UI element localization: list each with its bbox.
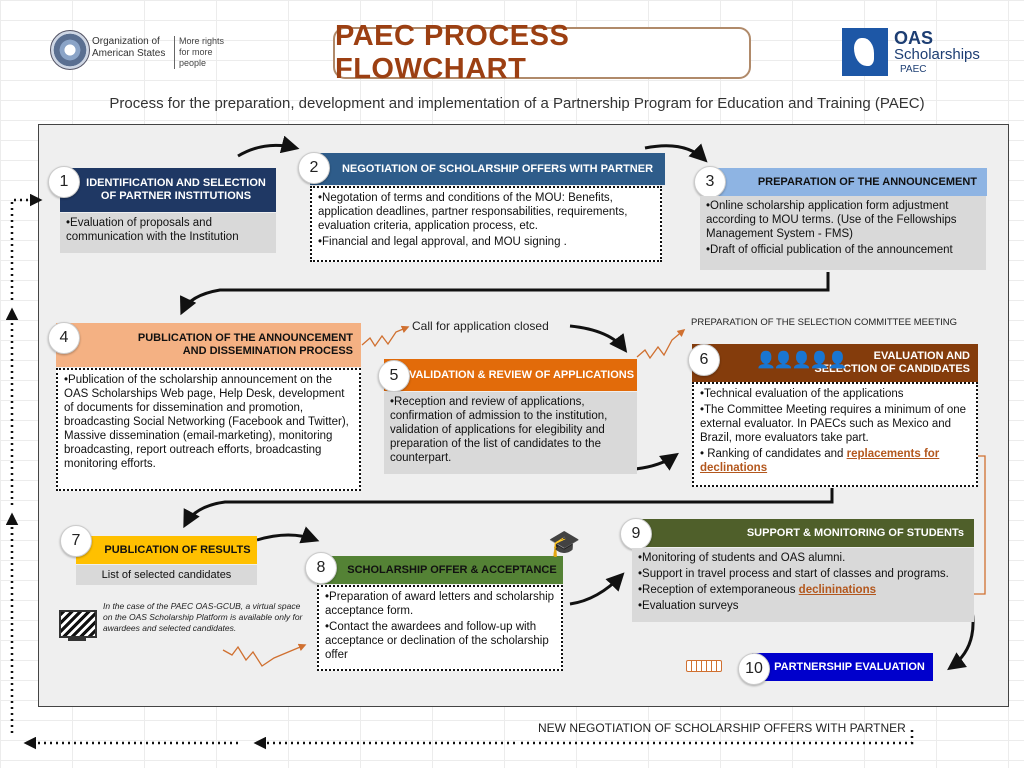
step-9-body: Monitoring of students and OAS alumni. S… (632, 548, 974, 622)
step-7-body: List of selected candidates (76, 565, 257, 585)
step-2-number: 2 (298, 152, 330, 184)
step-7-title: PUBLICATION OF RESULTS (104, 543, 251, 556)
step-1-header: IDENTIFICATION AND SELECTION OF PARTNER … (60, 168, 276, 212)
step-9-item-1: Monitoring of students and OAS alumni. (638, 551, 968, 565)
monitor-stand-icon (68, 638, 86, 641)
oas-scholarships-logo: OAS Scholarships PAEC (842, 28, 992, 80)
logo-paec-text: PAEC (900, 64, 927, 75)
pencil-icon (686, 660, 722, 672)
oas-seal-icon (50, 30, 90, 70)
step-5-body: Reception and review of applications, co… (384, 392, 637, 474)
prep-committee-label: PREPARATION OF THE SELECTION COMMITTEE M… (691, 317, 958, 328)
replacements-for-declinations-link[interactable]: replacements for declinations (700, 448, 940, 474)
org-line-1: Organization of (92, 36, 160, 47)
declininations-link[interactable]: declininations (798, 584, 876, 596)
step-2-title: NEGOTIATION OF SCHOLARSHIP OFFERS WITH P… (341, 162, 654, 175)
subtitle: Process for the preparation, development… (109, 95, 925, 112)
step-9-item-3: Reception of extemporaneous declininatio… (638, 583, 968, 597)
step-9-number: 9 (620, 518, 652, 550)
step-2-header: NEGOTIATION OF SCHOLARSHIP OFFERS WITH P… (310, 153, 665, 185)
step-8-header: SCHOLARSHIP OFFER & ACCEPTANCE (317, 556, 563, 584)
step-4-title: PUBLICATION OF THE ANNOUNCEMENT AND DISS… (137, 332, 353, 357)
step-8-item-2: Contact the awardees and follow-up with … (325, 620, 555, 662)
step-3-title: PREPARATION OF THE ANNOUNCEMENT (757, 175, 977, 188)
step-2-item-1: Negotation of terms and conditions of th… (318, 191, 654, 233)
step-6-item-2: The Committee Meeting requires a minimum… (700, 403, 970, 445)
step-3-header: PREPARATION OF THE ANNOUNCEMENT (710, 168, 987, 196)
step-9-item-2: Support in travel process and start of c… (638, 567, 968, 581)
step-9-header: SUPPORT & MONITORING OF STUDENTs (632, 519, 974, 547)
new-negotiation-label: NEW NEGOTIATION OF SCHOLARSHIP OFFERS WI… (538, 721, 906, 735)
step-2-body: Negotation of terms and conditions of th… (310, 186, 662, 262)
step-8-number: 8 (305, 552, 337, 584)
americas-map-icon (842, 28, 888, 76)
monitor-icon (59, 610, 97, 638)
step-4-header: PUBLICATION OF THE ANNOUNCEMENT AND DISS… (56, 323, 361, 367)
step-6-header: EVALUATION AND SELECTION OF CANDIDATES (692, 344, 978, 382)
step-1-body: Evaluation of proposals and communicatio… (60, 213, 276, 253)
step-6-item-3-text: Ranking of candidates and (704, 448, 847, 460)
step-10-header: PARTNERSHIP EVALUATION (752, 653, 933, 681)
step-7-item-1: List of selected candidates (101, 569, 232, 581)
step-1-item-1: Evaluation of proposals and communicatio… (66, 216, 270, 244)
step-8-body: Preparation of award letters and scholar… (317, 585, 563, 671)
step-7-header: PUBLICATION OF RESULTS (76, 536, 257, 564)
step-1-number: 1 (48, 166, 80, 198)
step-8-item-1: Preparation of award letters and scholar… (325, 590, 555, 618)
step-3-item-1: Online scholarship application form adju… (706, 199, 980, 241)
step-3-number: 3 (694, 166, 726, 198)
step-3-item-2: Draft of official publication of the ann… (706, 243, 980, 257)
step-1-title: IDENTIFICATION AND SELECTION OF PARTNER … (86, 177, 266, 202)
step-9-item-4: Evaluation surveys (638, 599, 968, 613)
step-10-title: PARTNERSHIP EVALUATION (774, 660, 925, 673)
org-line-2: American States (92, 48, 166, 59)
step-6-title-line-1: EVALUATION AND (873, 350, 970, 362)
step-2-item-2: Financial and legal approval, and MOU si… (318, 235, 654, 249)
tag-line-1: More rights (179, 36, 225, 46)
step-4-body: Publication of the scholarship announcem… (56, 368, 361, 491)
step-8-title: SCHOLARSHIP OFFER & ACCEPTANCE (347, 563, 557, 576)
oas-logo: Organization of American States More rig… (50, 30, 230, 70)
people-icon: 👤👤👤👤👤 (756, 352, 848, 369)
step-10-number: 10 (738, 653, 770, 685)
step-7-number: 7 (60, 525, 92, 557)
step-4-number: 4 (48, 322, 80, 354)
step-6-item-3: Ranking of candidates and replacements f… (700, 447, 970, 475)
step-5-number: 5 (378, 360, 410, 392)
step-5-item-1: Reception and review of applications, co… (390, 395, 631, 465)
step-9-title: SUPPORT & MONITORING OF STUDENTs (746, 526, 964, 539)
step-3-body: Online scholarship application form adju… (700, 196, 986, 270)
step-6-item-1: Technical evaluation of the applications (700, 387, 970, 401)
logo-oas-text: OAS (894, 28, 934, 48)
page-title: PAEC PROCESS FLOWCHART (333, 20, 751, 85)
tag-line-2: for more people (179, 47, 213, 68)
step-6-title-line-2: SELECTION OF CANDIDATES (814, 363, 970, 375)
graduation-cap-icon: 🎓 (548, 528, 581, 558)
oas-org-name: Organization of American States (92, 36, 172, 60)
oas-tagline: More rights for more people (174, 36, 239, 69)
call-closed-label: Call for application closed (412, 319, 549, 333)
step-4-item-1: Publication of the scholarship announcem… (64, 373, 353, 471)
step-6-body: Technical evaluation of the applications… (692, 382, 978, 487)
step-5-header: VALIDATION & REVIEW OF APPLICATIONS (384, 359, 637, 391)
step-9-item-3-text: Reception of extemporaneous (642, 584, 799, 596)
logo-scholarships-text: Scholarships (894, 46, 980, 63)
step-6-number: 6 (688, 344, 720, 376)
step-5-title: VALIDATION & REVIEW OF APPLICATIONS (408, 368, 635, 381)
step-7-note: In the case of the PAEC OAS-GCUB, a virt… (103, 601, 303, 633)
